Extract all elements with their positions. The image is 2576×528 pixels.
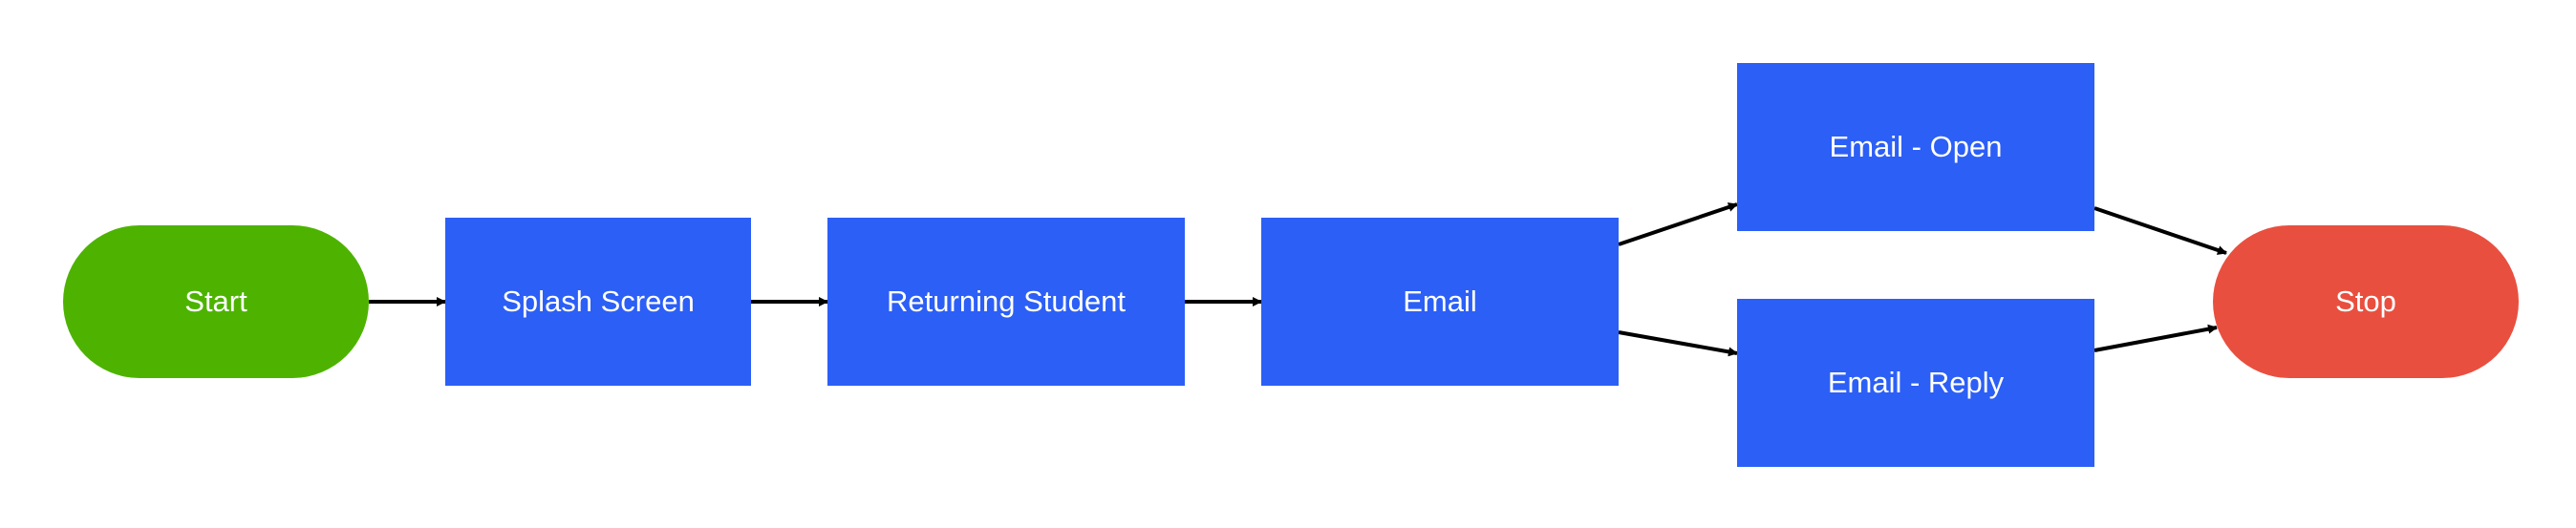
splash-screen-node: Splash Screen — [445, 218, 751, 386]
edge-email-reply-to-stop — [2093, 324, 2218, 352]
start-node-label: Start — [184, 285, 247, 318]
edge-email-to-email-reply — [1618, 330, 1738, 357]
stop-node-label: Stop — [2335, 285, 2396, 318]
email-node: Email — [1261, 218, 1619, 386]
edge-email-to-email-open — [1618, 202, 1738, 246]
email-open-node-label: Email - Open — [1829, 130, 2003, 163]
start-node: Start — [63, 225, 369, 378]
email-reply-node: Email - Reply — [1737, 299, 2094, 467]
stop-node: Stop — [2213, 225, 2519, 378]
splash-screen-node-label: Splash Screen — [502, 285, 695, 318]
email-node-label: Email — [1403, 285, 1477, 318]
returning-student-node-label: Returning Student — [887, 285, 1126, 318]
email-open-node: Email - Open — [1737, 63, 2094, 231]
email-reply-node-label: Email - Reply — [1827, 366, 2005, 399]
returning-student-node: Returning Student — [827, 218, 1185, 386]
edge-email-open-to-stop — [2093, 206, 2227, 255]
